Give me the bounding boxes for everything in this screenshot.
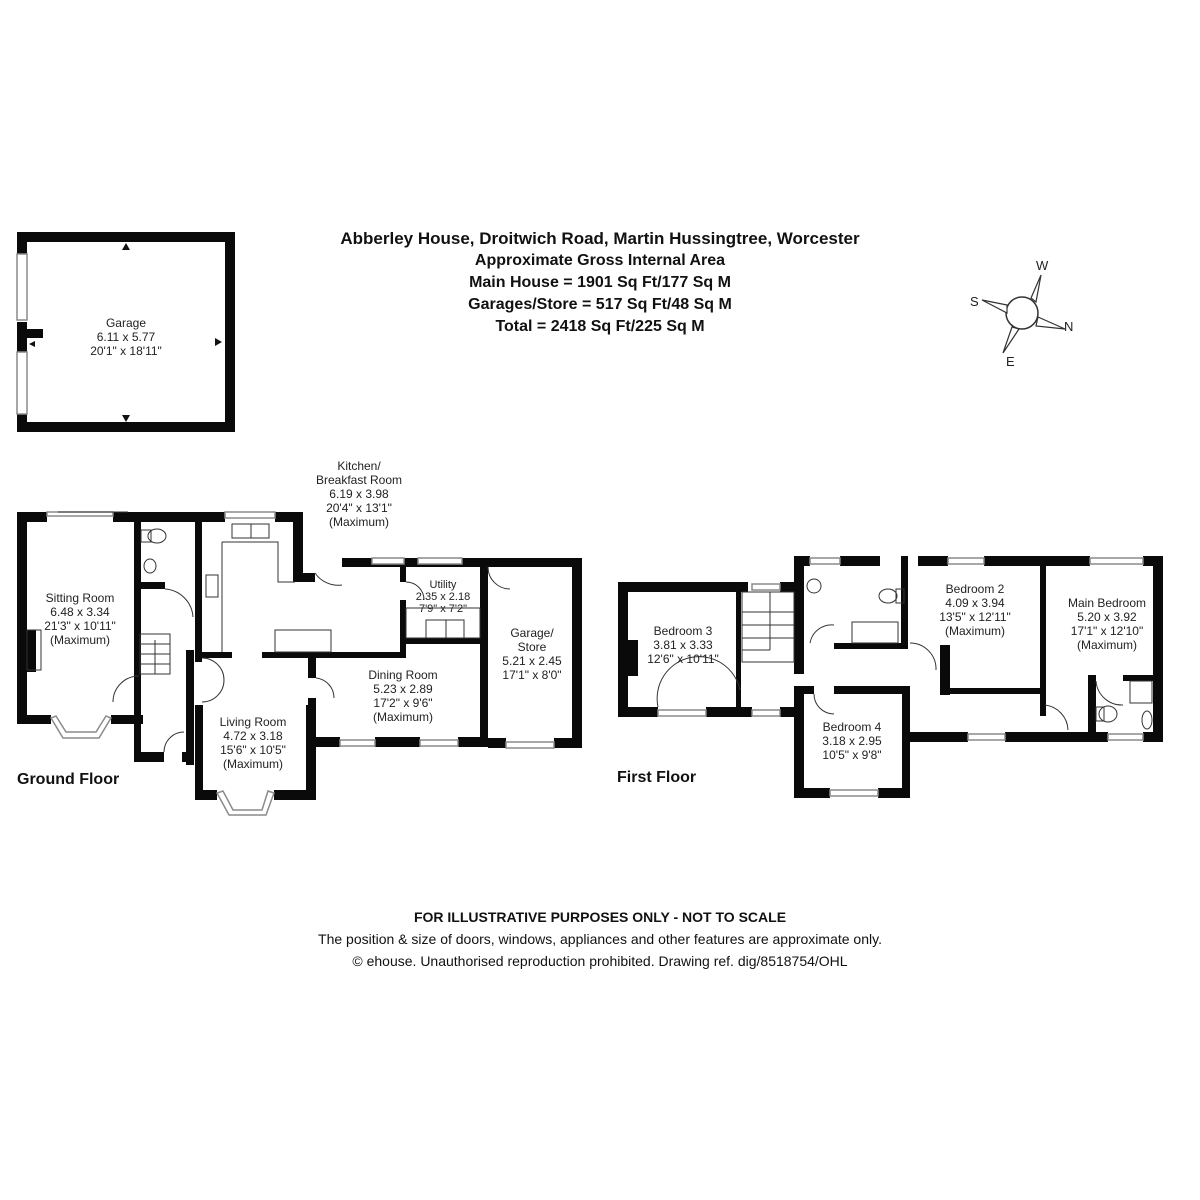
room-imperial: 10'5" x 9'8" bbox=[822, 748, 882, 762]
room-main-bedroom: Main Bedroom 5.20 x 3.92 17'1" x 12'10" … bbox=[1068, 596, 1146, 652]
room-metric: 6.11 x 5.77 bbox=[96, 330, 156, 344]
room-name: Living Room bbox=[219, 715, 287, 729]
ground-floor-label: Ground Floor bbox=[17, 771, 120, 788]
room-note: (Maximum) bbox=[944, 624, 1005, 638]
room-metric: 6.19 x 3.98 bbox=[329, 487, 389, 501]
room-name: Sitting Room bbox=[45, 591, 115, 605]
compass-rose: W N E S bbox=[960, 255, 1080, 375]
room-metric: 4.72 x 3.18 bbox=[223, 729, 283, 743]
plan-header: Abberley House, Droitwich Road, Martin H… bbox=[300, 228, 900, 338]
room-imperial: 13'5" x 12'11" bbox=[939, 610, 1011, 624]
room-imperial: 17'1" x 12'10" bbox=[1070, 624, 1144, 638]
room-metric: 3.81 x 3.33 bbox=[653, 638, 713, 652]
plan-footer: FOR ILLUSTRATIVE PURPOSES ONLY - NOT TO … bbox=[200, 906, 1000, 972]
first-floor-label: First Floor bbox=[617, 769, 697, 786]
compass-east: E bbox=[1006, 354, 1015, 369]
room-note: (Maximum) bbox=[373, 710, 433, 724]
room-bedroom-4: Bedroom 4 3.18 x 2.95 10'5" x 9'8" bbox=[822, 720, 881, 762]
main-house-area: Main House = 1901 Sq Ft/177 Sq M bbox=[469, 274, 731, 291]
room-metric: 4.09 x 3.94 bbox=[945, 596, 1005, 610]
room-metric: 5.21 x 2.45 bbox=[502, 654, 562, 668]
room-note: (Maximum) bbox=[49, 633, 110, 647]
room-name: Kitchen/ bbox=[337, 459, 381, 473]
compass-south: S bbox=[970, 294, 979, 309]
room-metric: 6.48 x 3.34 bbox=[50, 605, 110, 619]
room-imperial: 20'1" x 18'11" bbox=[90, 344, 162, 358]
room-imperial: 7'9" x 7'2" bbox=[418, 603, 468, 615]
room-metric: 2.35 x 2.18 bbox=[415, 591, 471, 603]
room-metric: 5.20 x 3.92 bbox=[1077, 610, 1137, 624]
compass-icon bbox=[981, 274, 1066, 354]
room-garage: Garage 6.11 x 5.77 20'1" x 18'11" bbox=[90, 316, 162, 358]
room-metric: 3.18 x 2.95 bbox=[822, 734, 882, 748]
compass-west: W bbox=[1036, 258, 1049, 273]
room-note: (Maximum) bbox=[328, 515, 389, 529]
property-address: Abberley House, Droitwich Road, Martin H… bbox=[340, 229, 860, 248]
room-living-room: Living Room 4.72 x 3.18 15'6" x 10'5" (M… bbox=[220, 715, 287, 771]
room-name-line2: Breakfast Room bbox=[315, 473, 403, 487]
room-name: Utility bbox=[429, 579, 457, 591]
compass-north: N bbox=[1064, 319, 1074, 334]
walls bbox=[17, 232, 1163, 800]
room-name: Bedroom 2 bbox=[945, 582, 1005, 596]
room-imperial: 17'1" x 8'0" bbox=[502, 668, 562, 682]
area-subtitle: Approximate Gross Internal Area bbox=[474, 252, 726, 269]
room-note: (Maximum) bbox=[222, 757, 283, 771]
room-name: Garage bbox=[105, 316, 147, 330]
room-name-line2: Store bbox=[517, 640, 547, 654]
garages-store-area: Garages/Store = 517 Sq Ft/48 Sq M bbox=[468, 296, 732, 313]
room-kitchen-breakfast: Kitchen/ Breakfast Room 6.19 x 3.98 20'4… bbox=[316, 459, 402, 529]
room-imperial: 21'3" x 10'11" bbox=[44, 619, 116, 633]
room-metric: 5.23 x 2.89 bbox=[373, 682, 433, 696]
approximation-note: The position & size of doors, windows, a… bbox=[318, 931, 882, 947]
room-name: Bedroom 3 bbox=[653, 624, 713, 638]
room-note: (Maximum) bbox=[1076, 638, 1137, 652]
room-garage-store: Garage/ Store 5.21 x 2.45 17'1" x 8'0" bbox=[502, 626, 561, 682]
room-bedroom-3: Bedroom 3 3.81 x 3.33 12'6" x 10'11" bbox=[647, 624, 719, 666]
room-name: Garage/ bbox=[510, 626, 554, 640]
room-imperial: 20'4" x 13'1" bbox=[326, 501, 392, 515]
disclaimer: FOR ILLUSTRATIVE PURPOSES ONLY - NOT TO … bbox=[413, 909, 787, 925]
dimension-markers bbox=[29, 243, 222, 422]
total-area: Total = 2418 Sq Ft/225 Sq M bbox=[495, 318, 705, 335]
room-dining-room: Dining Room 5.23 x 2.89 17'2" x 9'6" (Ma… bbox=[368, 668, 437, 724]
room-utility: Utility 2.35 x 2.18 7'9" x 7'2" bbox=[416, 579, 470, 615]
room-sitting-room: Sitting Room 6.48 x 3.34 21'3" x 10'11" … bbox=[44, 591, 116, 647]
room-imperial: 12'6" x 10'11" bbox=[647, 652, 719, 666]
room-bedroom-2: Bedroom 2 4.09 x 3.94 13'5" x 12'11" (Ma… bbox=[939, 582, 1011, 638]
room-imperial: 17'2" x 9'6" bbox=[373, 696, 433, 710]
room-imperial: 15'6" x 10'5" bbox=[220, 743, 286, 757]
windows bbox=[16, 253, 1144, 816]
copyright-note: © ehouse. Unauthorised reproduction proh… bbox=[352, 953, 848, 969]
room-name: Dining Room bbox=[368, 668, 438, 682]
room-name: Main Bedroom bbox=[1067, 596, 1147, 610]
fixtures bbox=[26, 511, 1153, 753]
room-name: Bedroom 4 bbox=[822, 720, 882, 734]
